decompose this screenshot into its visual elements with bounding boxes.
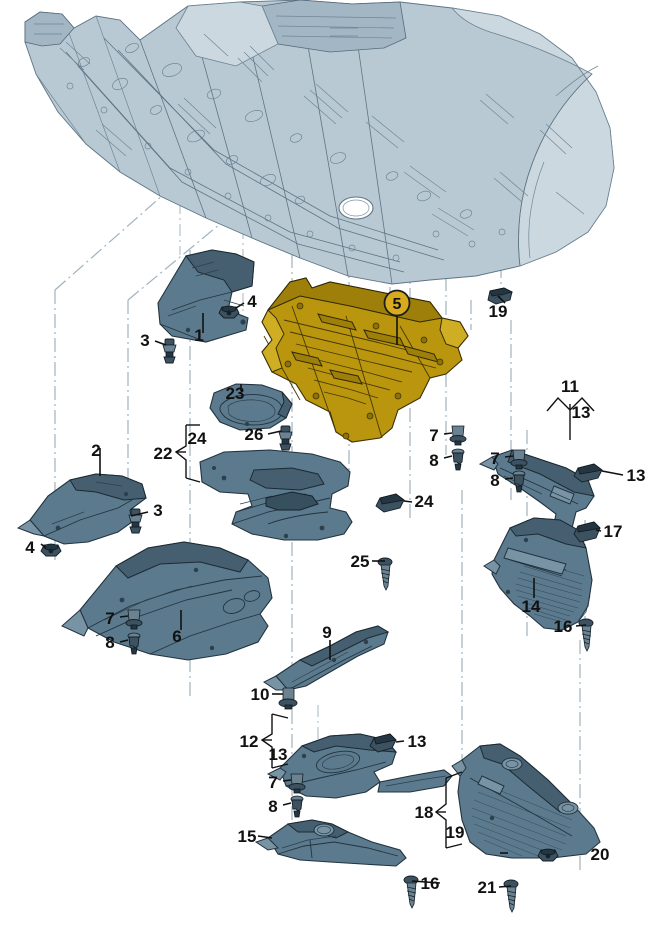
callout-label-19-bottom: 19 [446, 823, 465, 842]
callout-label-7-bottom: 7 [268, 773, 277, 792]
part-2-noise-insulation-panel[interactable] [16, 473, 147, 545]
callout-label-26: 26 [245, 425, 264, 444]
screw-16-bottom[interactable] [403, 875, 419, 909]
expanding-nut-8-center[interactable] [451, 448, 465, 471]
bolt-7-right[interactable] [510, 449, 528, 470]
callout-label-22: 22 [154, 444, 173, 463]
callout-label-13-bottom-group: 13 [269, 745, 288, 764]
expanding-nut-8-left[interactable] [127, 632, 141, 655]
callout-label-23: 23 [226, 384, 245, 403]
callout-leaders [40, 295, 624, 888]
part-15-cross-member-cover[interactable] [254, 819, 407, 867]
expanding-nut-8-bottom[interactable] [290, 795, 304, 818]
callout-label-13-bottom-clip: 13 [408, 732, 427, 751]
callout-label-15: 15 [238, 827, 257, 846]
callout-label-3-lower: 3 [153, 501, 162, 520]
clip-13-right[interactable] [573, 463, 603, 483]
bolt-7-bottom[interactable] [288, 773, 306, 794]
nut-4-upper[interactable] [218, 305, 240, 319]
callout-label-7-right: 7 [490, 449, 499, 468]
callout-label-11: 11 [561, 377, 579, 396]
highlighted-part-badge-label: 5 [393, 296, 402, 313]
nut-20[interactable] [537, 848, 559, 862]
callout-label-25: 25 [351, 552, 370, 571]
expanding-nut-8-right[interactable] [512, 470, 526, 493]
callout-label-12: 12 [240, 732, 259, 751]
callout-label-9: 9 [322, 623, 331, 642]
screw-16-right[interactable] [578, 618, 594, 652]
callout-label-7-center: 7 [429, 426, 438, 445]
callout-label-3-upper: 3 [140, 331, 149, 350]
callout-label-8-right: 8 [490, 471, 499, 490]
clip-13-bottom[interactable] [369, 733, 397, 753]
clip-19-top[interactable] [487, 287, 514, 305]
highlighted-part-badge[interactable]: 5 [383, 289, 411, 317]
part-9-cross-member-cover[interactable] [263, 625, 390, 691]
callout-label-14: 14 [522, 597, 541, 616]
clip-17[interactable] [573, 521, 601, 543]
group-braces [174, 396, 595, 849]
bolt-10[interactable] [278, 687, 298, 710]
screw-25[interactable] [377, 557, 393, 591]
bolt-26[interactable] [278, 425, 293, 451]
bolt-7-center[interactable] [449, 425, 467, 446]
callout-label-18: 18 [415, 803, 434, 822]
part-18-wheel-arch-liner[interactable] [451, 743, 601, 859]
part-12-lower-panel[interactable] [266, 733, 453, 799]
part-6-under-panel[interactable] [61, 541, 273, 661]
callout-label-4-lower: 4 [25, 538, 35, 557]
callout-label-16-right: 16 [554, 617, 573, 636]
bolt-3-upper[interactable] [162, 338, 177, 364]
callout-labels: 1 2 3 3 4 4 6 7 7 7 7 8 8 8 8 9 10 11 12… [25, 292, 645, 897]
callout-label-17: 17 [604, 522, 623, 541]
bolt-3-lower[interactable] [128, 508, 143, 534]
callout-label-8-center: 8 [429, 451, 438, 470]
callout-label-19-top: 19 [489, 302, 508, 321]
callout-label-16-bottom: 16 [421, 874, 440, 893]
callout-label-8-bottom: 8 [268, 797, 277, 816]
part-5-highlighted-underbody-panel[interactable] [261, 277, 469, 443]
callout-label-1: 1 [194, 326, 203, 345]
callout-label-10: 10 [251, 685, 270, 704]
callout-label-13-right-clip: 13 [627, 466, 646, 485]
part-23-heat-shield[interactable] [209, 383, 293, 431]
clip-24[interactable] [375, 493, 405, 513]
bolt-7-left[interactable] [125, 609, 143, 630]
callout-label-24-clip: 24 [415, 492, 434, 511]
callout-label-7-left: 7 [105, 609, 114, 628]
callout-label-13-right-group: 13 [572, 403, 591, 422]
part-1-noise-insulation-panel[interactable] [157, 249, 255, 343]
part-22-engine-under-cover[interactable] [199, 449, 353, 541]
callout-label-21: 21 [478, 878, 497, 897]
callout-label-2: 2 [91, 441, 100, 460]
callout-label-20: 20 [591, 845, 610, 864]
callout-label-4-upper: 4 [247, 292, 257, 311]
vehicle-body-shell [24, 0, 615, 285]
part-14-wheel-housing-liner[interactable] [483, 517, 593, 631]
callout-label-6: 6 [172, 627, 181, 646]
callout-label-24-group: 24 [188, 429, 207, 448]
callout-label-8-left: 8 [105, 633, 114, 652]
